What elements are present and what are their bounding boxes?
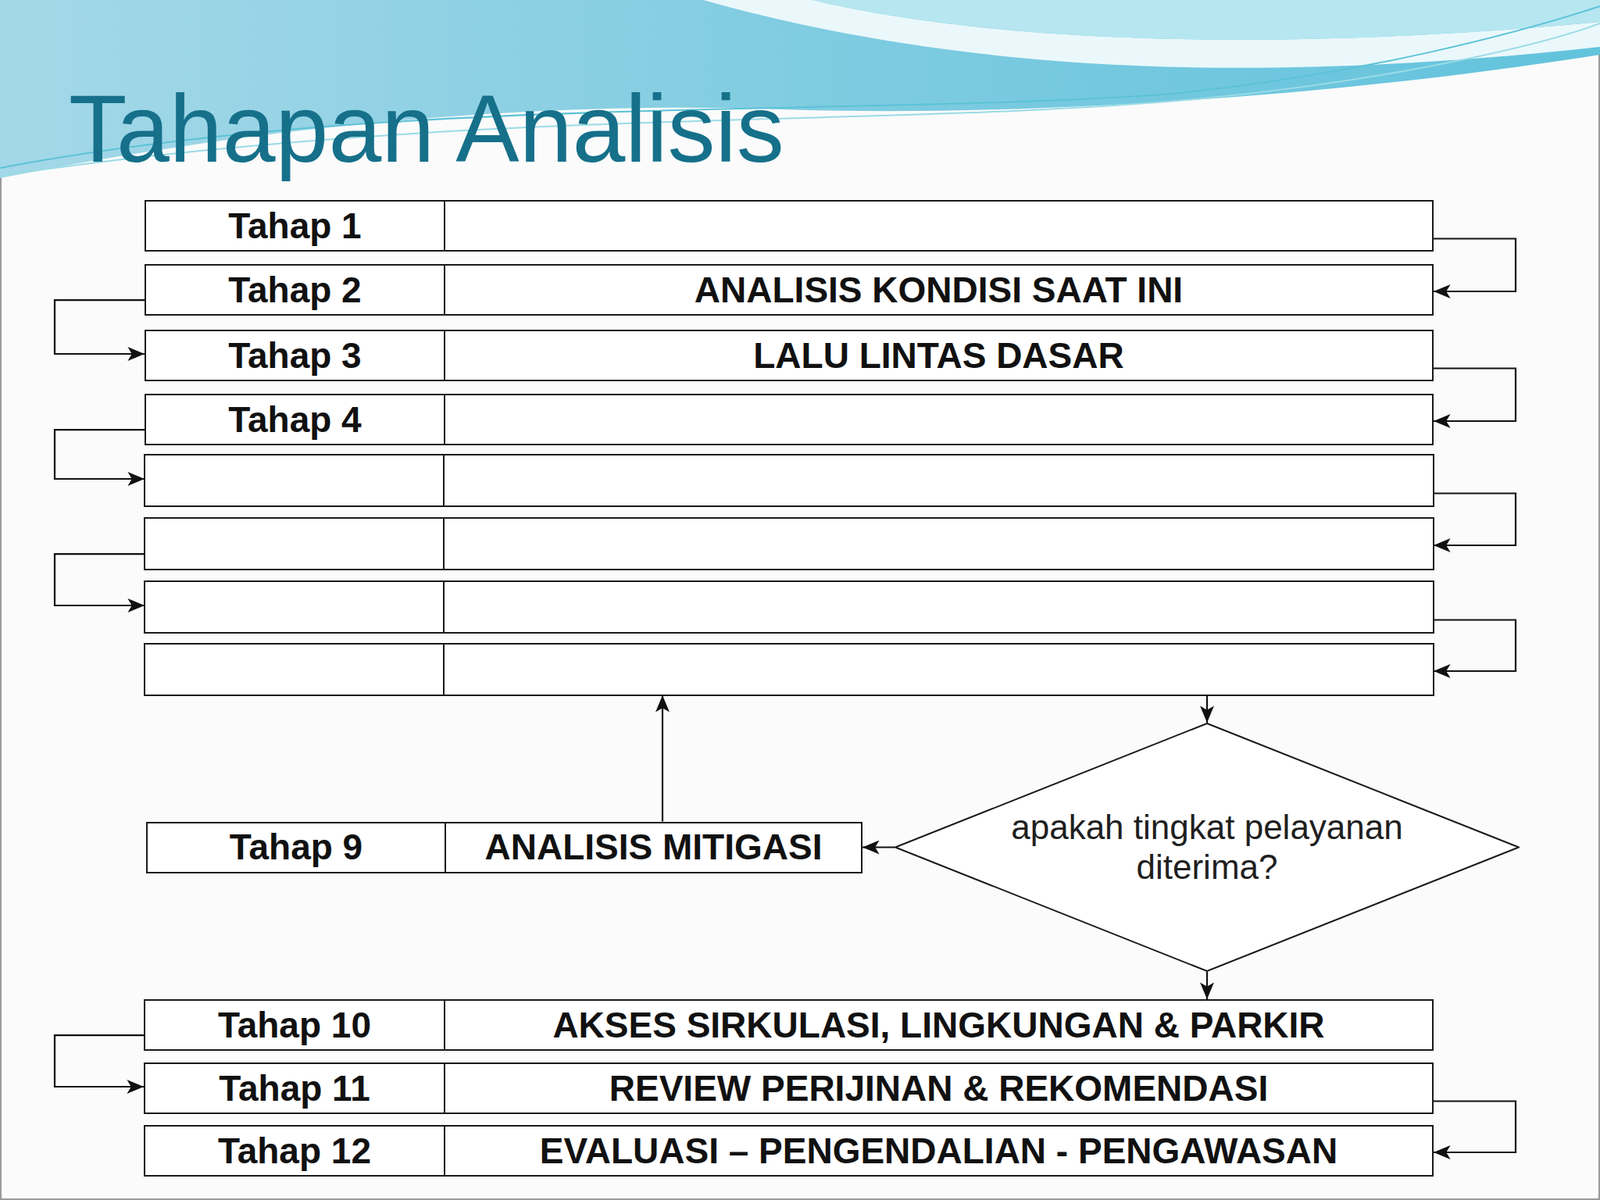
- stage-number: Tahap 12: [145, 1126, 446, 1175]
- stage-box: Tahap 9ANALISIS MITIGASI: [146, 821, 863, 874]
- flow-arrow: [54, 553, 145, 606]
- empty-cell: [445, 201, 1433, 250]
- stage-box: Tahap 10AKSES SIRKULASI, LINGKUNGAN & PA…: [143, 999, 1434, 1051]
- stage-number: Tahap 3: [146, 331, 446, 380]
- empty-stage-box: [144, 581, 1434, 633]
- cell-divider: [442, 454, 445, 507]
- stage-number: Tahap 11: [145, 1064, 446, 1113]
- stage-title: AKSES SIRKULASI, LINGKUNGAN & PARKIR: [445, 1000, 1433, 1050]
- stage-title: EVALUASI – PENGENDALIAN - PENGAWASAN: [445, 1126, 1433, 1175]
- flow-arrow: [54, 1035, 144, 1087]
- flow-arrow: [1433, 368, 1516, 422]
- cell-divider: [442, 581, 445, 633]
- flow-arrow: [1433, 493, 1516, 546]
- empty-stage-box: [144, 517, 1434, 570]
- flow-arrow: [1433, 239, 1516, 292]
- stage-title: REVIEW PERIJINAN & REKOMENDASI: [445, 1064, 1433, 1113]
- cell-divider: [442, 517, 445, 570]
- stage-box: Tahap 11REVIEW PERIJINAN & REKOMENDASI: [143, 1062, 1434, 1115]
- flow-arrow: [1206, 695, 1208, 723]
- slide-title: Tahapan Analisis: [68, 71, 785, 186]
- flow-arrow: [1206, 971, 1208, 1000]
- stage-number: Tahap 2: [146, 265, 446, 315]
- flow-arrow: [1433, 1101, 1516, 1153]
- stage-box: Tahap 2ANALISIS KONDISI SAAT INI: [144, 264, 1434, 316]
- stage-box: Tahap 1: [144, 200, 1434, 252]
- diamond-shape: [895, 723, 1519, 972]
- empty-rows: [144, 454, 1434, 696]
- stage-box: Tahap 3LALU LINTAS DASAR: [144, 329, 1434, 382]
- stage-number: Tahap 4: [146, 395, 446, 444]
- stage-number: Tahap 1: [146, 201, 446, 250]
- empty-stage-box: [144, 454, 1434, 507]
- empty-cell: [445, 395, 1433, 444]
- header-swoosh: [703, 0, 1600, 68]
- decision-diamond: apakah tingkat pelayanan diterima?: [894, 722, 1520, 972]
- stage-number: Tahap 9: [147, 823, 447, 872]
- flow-arrow: [54, 300, 145, 354]
- stage-box: Tahap 4: [144, 393, 1434, 446]
- stage-title: LALU LINTAS DASAR: [445, 331, 1433, 380]
- flow-arrow: [661, 695, 664, 822]
- header-swoosh: [812, 0, 1600, 40]
- stage-box: Tahap 12EVALUASI – PENGENDALIAN - PENGAW…: [143, 1125, 1434, 1177]
- stage-number: Tahap 10: [145, 1000, 446, 1050]
- flow-arrow: [1433, 620, 1516, 672]
- cell-divider: [442, 643, 445, 696]
- stage-title: ANALISIS MITIGASI: [446, 823, 861, 872]
- decision-text: apakah tingkat pelayanan diterima?: [988, 807, 1426, 887]
- flow-arrow: [54, 429, 145, 479]
- stage-title: ANALISIS KONDISI SAAT INI: [445, 265, 1433, 315]
- flow-arrow: [862, 846, 895, 848]
- empty-stage-box: [144, 643, 1434, 696]
